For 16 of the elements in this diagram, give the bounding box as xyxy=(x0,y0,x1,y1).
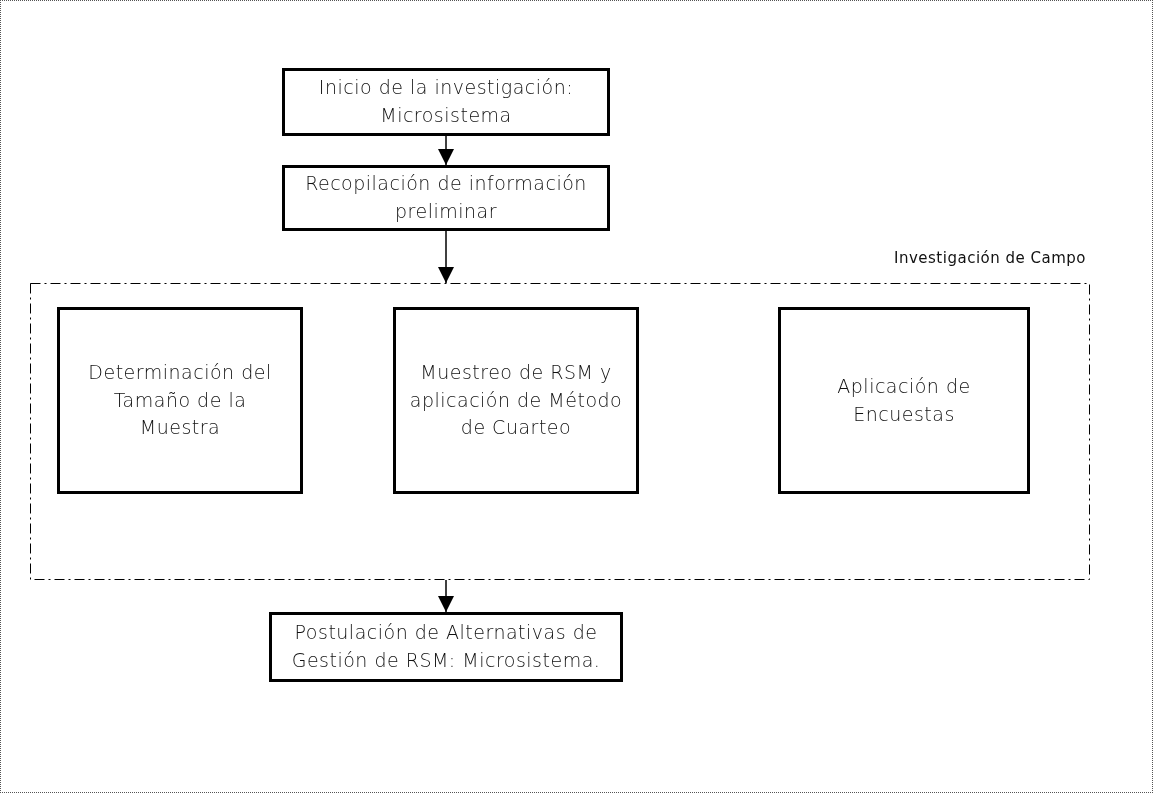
process-box xyxy=(269,612,623,682)
box-text: Inicio de la investigación: Microsistema xyxy=(317,75,575,128)
box-text: Aplicación de Encuestas xyxy=(836,373,972,427)
arrow xyxy=(438,135,454,166)
arrow xyxy=(438,230,454,284)
box-text: Recopilación de información preliminar xyxy=(304,171,588,224)
group-heading: Investigación de Campo xyxy=(894,249,1086,267)
arrow xyxy=(438,579,454,613)
process-box xyxy=(282,165,610,231)
process-box xyxy=(57,307,303,494)
box-text: Postulación de Alternativas de Gestión de RSM: Microsistema. xyxy=(290,620,602,673)
box-text: Muestreo de RSM y aplicación de Método de Cuarteo xyxy=(408,360,624,441)
box-text: Determinación del Tamaño de la Muestra xyxy=(87,360,273,441)
process-box xyxy=(778,307,1030,494)
process-box xyxy=(282,68,610,136)
process-box xyxy=(393,307,639,494)
